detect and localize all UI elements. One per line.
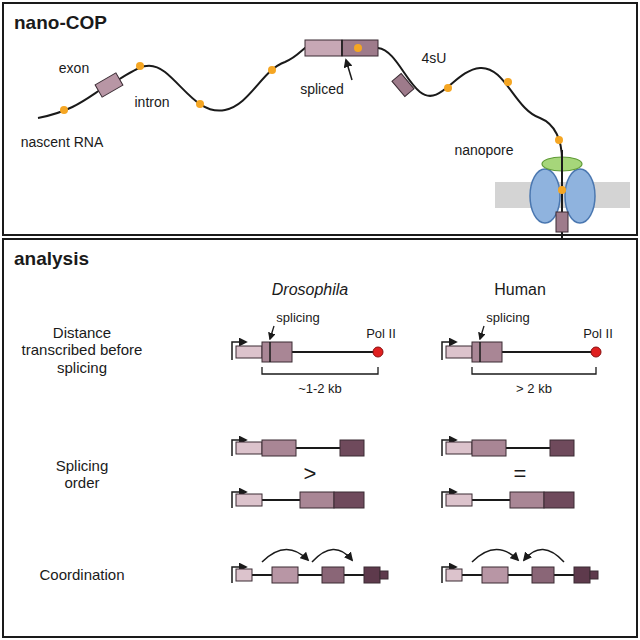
dimension: ~1-2 kb xyxy=(298,382,342,397)
row-label: Coordination xyxy=(39,566,124,583)
part-label: intron xyxy=(134,94,169,110)
part-label: nascent RNA xyxy=(21,134,103,150)
part-label: Pol II xyxy=(583,327,613,342)
comparison-symbol: > xyxy=(304,461,317,486)
row-label: Splicing order xyxy=(42,457,122,492)
column-heading: Drosophila xyxy=(272,281,348,299)
part-label: spliced xyxy=(300,81,344,97)
comparison-symbol: = xyxy=(514,461,527,486)
dimension: > 2 kb xyxy=(516,382,552,397)
row-label: Distance transcribed before splicing xyxy=(17,324,147,376)
panel-title: analysis xyxy=(14,248,89,270)
panel-title: nano-COP xyxy=(14,12,107,34)
part-label: splicing xyxy=(276,311,319,326)
part-label: exon xyxy=(59,60,89,76)
part-label: 4sU xyxy=(422,50,447,66)
part-label: Pol II xyxy=(366,327,396,342)
part-label: nanopore xyxy=(454,142,513,158)
part-label: splicing xyxy=(486,311,529,326)
panel: nano-COP xyxy=(2,2,638,236)
column-heading: Human xyxy=(494,281,546,299)
